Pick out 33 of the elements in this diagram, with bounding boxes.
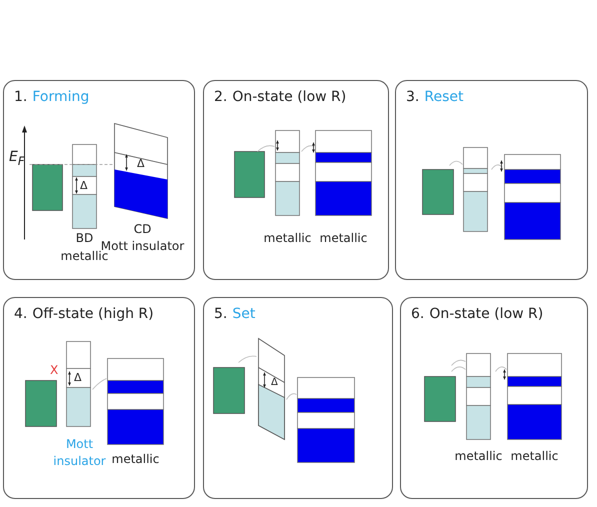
band-label: Mott	[66, 436, 94, 450]
band-label: CD	[134, 222, 152, 236]
panel	[395, 80, 588, 280]
gap-label: Δ	[74, 372, 82, 383]
band-label: insulator	[53, 454, 106, 468]
band-label: metallic	[112, 452, 160, 466]
panel-title: On-state (low R)	[429, 306, 544, 322]
gap-label: Δ	[80, 180, 88, 191]
panel-title: Set	[232, 306, 256, 322]
gap-label: Δ	[137, 158, 145, 169]
band-label: metallic	[510, 448, 558, 462]
panel	[400, 297, 588, 499]
gap-label: Δ	[271, 378, 278, 388]
band-label: metallic	[264, 230, 312, 244]
panel-title: 3.	[406, 89, 420, 105]
panel-title: Reset	[424, 89, 464, 105]
panel-title: 2.	[214, 89, 228, 105]
band-label: metallic	[320, 230, 368, 244]
panel-title: 5.	[214, 306, 228, 322]
band-label: metallic	[454, 448, 502, 462]
fermi-level-label: E$_{F}$	[9, 150, 25, 168]
panel-title: Off-state (high R)	[32, 306, 154, 322]
panel-title: Forming	[32, 89, 90, 105]
band-label: BD	[76, 230, 94, 244]
panel-title: On-state (low R)	[232, 89, 346, 105]
panel	[203, 80, 389, 280]
gap-label: X	[50, 364, 58, 376]
panel	[203, 297, 393, 499]
panel-title: 6.	[411, 306, 424, 322]
panel	[3, 297, 195, 499]
panel	[3, 80, 195, 280]
panel-title: 1.	[14, 89, 28, 105]
panel-title: 4.	[14, 306, 28, 322]
